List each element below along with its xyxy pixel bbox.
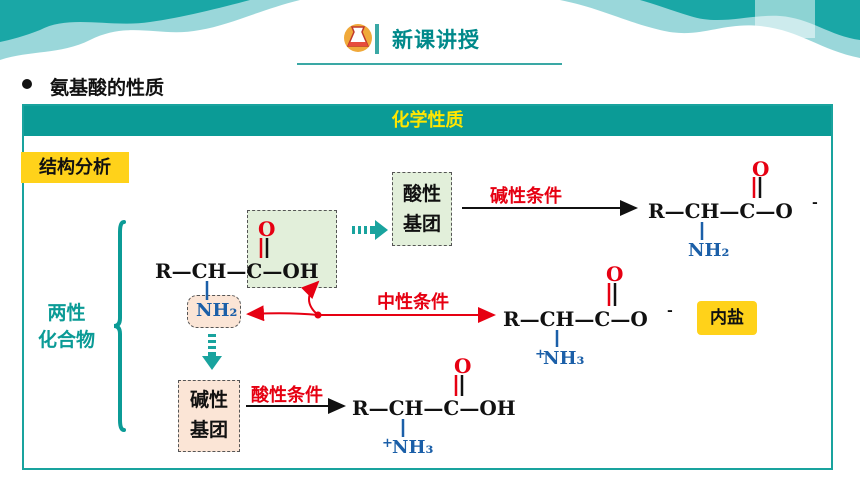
content-frame <box>22 104 833 470</box>
basic-product-oxygen: O <box>752 157 770 181</box>
bullet-icon <box>22 79 32 89</box>
basic-group-line-2: 基团 <box>189 419 228 441</box>
amphoteric-label: 两性 化合物 <box>38 300 95 354</box>
basic-product-charge: - <box>812 195 818 211</box>
neutral-product-charge: - <box>667 303 673 319</box>
banner: 化学性质 <box>24 106 831 136</box>
acidic-group-box: 酸性 基团 <box>392 172 452 246</box>
amphoteric-line-2: 化合物 <box>38 329 96 351</box>
banner-title: 化学性质 <box>391 110 464 131</box>
acidic-group-line-1: 酸性 <box>402 183 441 205</box>
neutral-product-oxygen: O <box>606 262 624 286</box>
header-title: 新课讲授 <box>392 28 480 52</box>
acidic-product-chain: R—CH—C—OH <box>352 396 516 420</box>
header-underline <box>297 63 562 65</box>
acidic-condition-label: 酸性条件 <box>251 385 323 406</box>
acidic-product-amine: NH₃ <box>392 437 434 458</box>
basic-product-chain: R—CH—C—O <box>648 199 793 223</box>
neutral-product-amine: NH₃ <box>543 348 585 369</box>
basic-group-line-1: 碱性 <box>189 389 228 411</box>
acidic-product-oxygen: O <box>454 354 472 378</box>
section-title: 氨基酸的性质 <box>50 77 165 99</box>
acidic-group-line-2: 基团 <box>402 213 441 235</box>
amphoteric-line-1: 两性 <box>47 302 86 324</box>
neutral-product-chain: R—CH—C—O <box>503 307 648 331</box>
molecule-oxygen: O <box>258 217 276 241</box>
structure-analysis-tag: 结构分析 <box>21 152 129 183</box>
acid-pointer-arrow <box>352 220 388 240</box>
molecule-chain: R—CH—C—OH <box>155 259 319 283</box>
inner-salt-badge: 内盐 <box>697 301 757 335</box>
amino-highlight <box>187 295 241 328</box>
basic-product-amine: NH₂ <box>688 240 730 261</box>
basic-group-box: 碱性 基团 <box>178 380 240 452</box>
molecule-amine: NH₂ <box>196 300 238 321</box>
basic-condition-label: 碱性条件 <box>490 186 562 207</box>
neutral-product-plus: + <box>535 347 546 362</box>
acidic-product-plus: + <box>382 436 393 451</box>
neutral-condition-label: 中性条件 <box>377 292 449 313</box>
base-pointer-arrow <box>202 334 222 370</box>
